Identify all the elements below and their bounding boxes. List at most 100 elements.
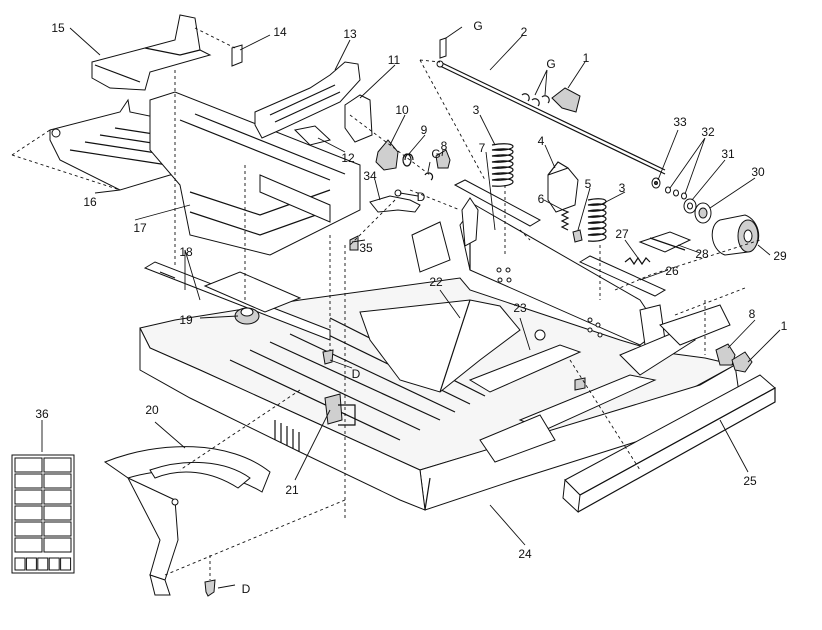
callout-c10: 10 [395,103,409,117]
callout-c4: 4 [538,134,545,148]
callout-c19: 19 [179,313,193,327]
part-32-pins [665,186,687,200]
callout-c3b: 3 [619,181,626,195]
label-cell [14,505,43,521]
label-cell [43,505,72,521]
part-15-bracket [91,14,212,91]
part-g-pin-top [439,37,447,59]
callout-c22: 22 [429,275,443,289]
callout-c20: 20 [145,403,159,417]
label-cell-small [48,557,60,571]
part-31-ring [683,198,697,214]
callout-c11: 11 [388,53,401,67]
callout-c31: 31 [721,147,735,161]
part-33-washer [651,177,661,189]
part-4-holder [547,161,579,213]
part-19-gear [234,307,260,325]
label-cell [14,537,43,553]
part-34-lever [369,189,421,213]
callout-cDc: D [242,582,251,596]
callout-cGa: G [473,19,482,33]
part-14-tab [231,44,243,67]
part-8-bushing-upper [435,149,451,169]
assembly-lines [11,27,761,580]
part-25-front-cover [562,374,776,514]
callout-c32: 32 [701,125,715,139]
callout-c1b: 1 [781,319,788,333]
part-18-rail [143,261,331,341]
callout-c17: 17 [133,221,147,235]
callout-labels: 1123345678891011121314151617181920212223… [35,19,787,596]
callout-cGc: G [431,147,440,161]
label-cell [43,489,72,505]
callout-c34: 34 [363,169,377,183]
part-27-spring [624,256,651,266]
callout-c33: 33 [673,115,687,129]
part-5-pin [572,229,583,243]
part-1-clip-lower [731,351,753,373]
part-28-plate [638,231,692,253]
part-d-screw-bottom [204,579,216,597]
part-7-arm [453,179,542,227]
callout-c28: 28 [695,247,709,261]
part-35-screw [349,235,359,251]
callout-c2: 2 [521,25,528,39]
label-cell-small [14,557,26,571]
part-g-clips-shaft [521,93,550,107]
label-cell [14,521,43,537]
part-11-latch [344,94,373,143]
callout-c8a: 8 [441,139,448,153]
part-d-screw-center [322,349,334,365]
callout-c23: 23 [513,301,527,315]
paper-tray-body [139,197,741,511]
callout-cDb: D [352,367,361,381]
callout-c12: 12 [341,151,355,165]
part-30-collar [694,202,712,224]
callout-c18: 18 [179,245,193,259]
part-10-gear [375,139,399,171]
callout-c14: 14 [273,25,287,39]
part-36-label-sheet [11,454,75,574]
callout-c7: 7 [479,141,486,155]
callout-c3a: 3 [473,103,480,117]
callout-cDa: D [417,190,426,204]
label-cell-small [25,557,37,571]
part-3-spring-right [587,198,607,242]
part-13-guide [254,61,361,139]
callout-c21: 21 [285,483,299,497]
part-2-shaft [436,60,666,175]
part-17-upper-plate [149,91,361,256]
part-g-clip-left [424,172,434,181]
label-cell [43,537,72,553]
label-cell [14,457,43,473]
callout-c24: 24 [518,547,532,561]
callout-c5: 5 [585,177,592,191]
leader-lines [41,26,781,589]
callout-c9: 9 [421,123,428,137]
part-12-pad [293,125,332,146]
callout-c8b: 8 [749,307,756,321]
part-6-spring [560,209,570,231]
label-cell [14,473,43,489]
callout-cGb: G [546,57,555,71]
label-cell [43,457,72,473]
callout-c6: 6 [538,192,545,206]
label-cell [43,473,72,489]
callout-c25: 25 [743,474,757,488]
callout-c13: 13 [343,27,357,41]
part-1-clip-upper [551,87,581,113]
label-cell [14,489,43,505]
part-20-sector-plate [103,446,271,596]
label-cell [43,521,72,537]
label-cell-small [37,557,49,571]
callout-c35: 35 [359,241,373,255]
label-cell-small [60,557,72,571]
callout-c16: 16 [83,195,97,209]
part-3-spring-left [491,143,514,187]
callout-c27: 27 [615,227,629,241]
callout-c1a: 1 [583,51,590,65]
callout-c15: 15 [51,21,65,35]
callout-c36: 36 [35,407,49,421]
